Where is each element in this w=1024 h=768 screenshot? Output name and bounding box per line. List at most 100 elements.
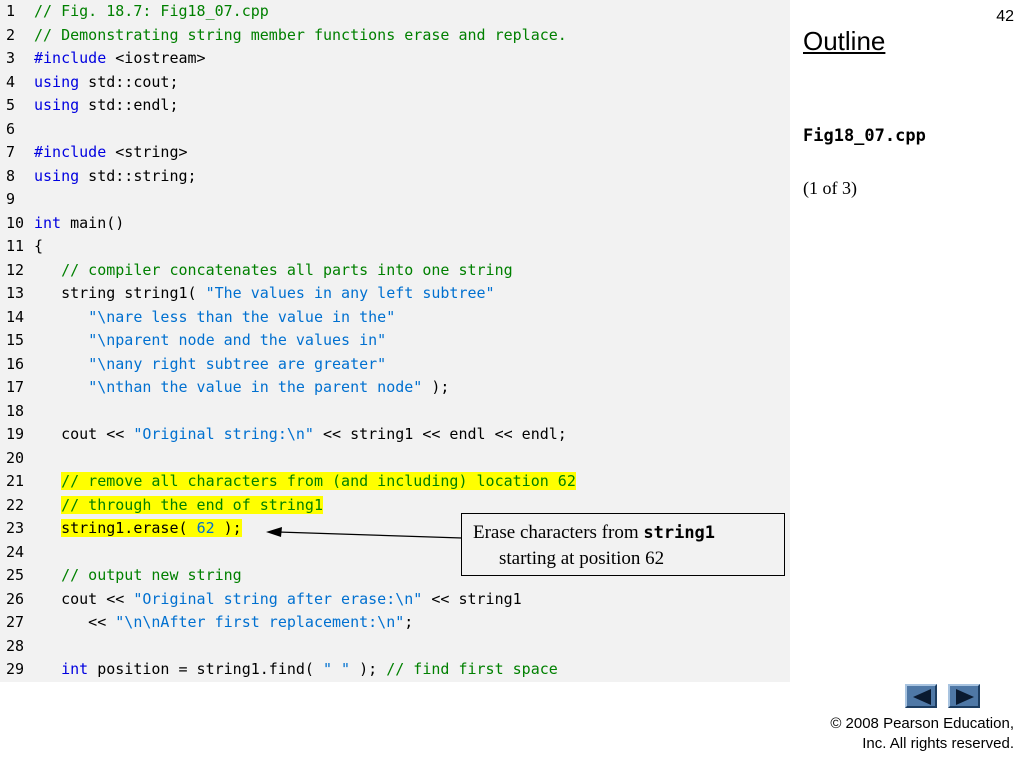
line-number: 9 xyxy=(6,190,16,208)
code-line: 23 string1.erase( 62 ); xyxy=(0,517,790,541)
code-line: 2 // Demonstrating string member function… xyxy=(0,24,790,48)
code-line: 27 << "\n\nAfter first replacement:\n"; xyxy=(0,611,790,635)
triangle-right-icon xyxy=(956,689,974,705)
code-token: <iostream> xyxy=(106,49,206,67)
code-token xyxy=(34,660,61,678)
code-line: 6 xyxy=(0,118,790,142)
line-number: 23 xyxy=(6,519,25,537)
code-token: "Original string after erase:\n" xyxy=(133,589,423,608)
code-token: cout << xyxy=(34,425,134,443)
code-token: // Demonstrating string member functions… xyxy=(34,25,567,44)
file-name: Fig18_07.cpp xyxy=(803,126,926,146)
code-text: // compiler concatenates all parts into … xyxy=(34,259,513,283)
code-token xyxy=(34,331,88,349)
code-token xyxy=(34,261,61,279)
code-token: ; xyxy=(404,613,414,631)
line-number: 29 xyxy=(6,660,25,678)
code-token: "\nthan the value in the parent node" xyxy=(88,378,423,396)
code-token: "\nany right subtree are greater" xyxy=(88,354,387,373)
code-token: << string1 << endl << endl; xyxy=(313,425,567,443)
line-number: 21 xyxy=(6,472,25,490)
code-token: "The values in any left subtree" xyxy=(205,284,495,302)
copyright-notice: © 2008 Pearson Education, Inc. All right… xyxy=(830,714,1014,754)
code-token: string string1( xyxy=(34,284,206,302)
code-token: #include xyxy=(34,49,107,67)
triangle-left-icon xyxy=(913,689,931,705)
code-text: int main() xyxy=(34,212,124,236)
code-token: // compiler concatenates all parts into … xyxy=(61,260,513,279)
callout-code-string1: string1 xyxy=(643,523,716,543)
line-number: 4 xyxy=(6,72,16,91)
code-line: 8 using std::string; xyxy=(0,165,790,189)
code-token: std::string; xyxy=(79,166,197,185)
line-number: 7 xyxy=(6,143,16,161)
next-slide-button[interactable] xyxy=(948,684,980,708)
code-token: " " xyxy=(323,660,351,678)
code-line: 7 #include <string> xyxy=(0,141,790,165)
copyright-line-1: © 2008 Pearson Education, xyxy=(830,715,1014,732)
code-token xyxy=(34,472,61,490)
callout-text-line1: Erase characters from xyxy=(473,522,644,543)
line-number: 2 xyxy=(6,25,16,44)
code-token: // output new string xyxy=(61,566,242,584)
page-indicator: (1 of 3) xyxy=(803,178,857,198)
code-line: 11 { xyxy=(0,235,790,259)
previous-slide-button[interactable] xyxy=(905,684,937,708)
line-number: 11 xyxy=(6,237,25,255)
code-text: // remove all characters from (and inclu… xyxy=(34,470,576,494)
code-text: string string1( "The values in any left … xyxy=(34,282,495,306)
code-token: // through the end of string1 xyxy=(61,495,323,514)
code-token: std::endl; xyxy=(79,96,179,114)
code-line: 12 // compiler concatenates all parts in… xyxy=(0,259,790,283)
line-number: 24 xyxy=(6,542,25,561)
line-number: 3 xyxy=(6,49,16,67)
code-line: 19 cout << "Original string:\n" << strin… xyxy=(0,423,790,447)
line-number: 18 xyxy=(6,401,25,420)
code-line: 5 using std::endl; xyxy=(0,94,790,118)
code-token xyxy=(34,496,61,514)
code-line: 18 xyxy=(0,400,790,424)
code-line: 22 // through the end of string1 xyxy=(0,494,790,518)
line-number: 22 xyxy=(6,495,25,514)
code-text: #include <iostream> xyxy=(34,47,206,71)
code-text: "\nparent node and the values in" xyxy=(34,329,386,353)
line-number: 13 xyxy=(6,284,25,302)
code-token: int xyxy=(61,660,89,678)
code-line: 14 "\nare less than the value in the" xyxy=(0,306,790,330)
line-number: 15 xyxy=(6,331,25,349)
code-text: #include <string> xyxy=(34,141,188,165)
code-token xyxy=(34,308,88,326)
code-line: 20 xyxy=(0,447,790,471)
line-number: 19 xyxy=(6,425,25,443)
code-text: using std::string; xyxy=(34,165,197,189)
code-text: using std::endl; xyxy=(34,94,179,118)
code-token: ); xyxy=(422,378,450,396)
callout-arrow xyxy=(266,527,463,539)
code-line: 16 "\nany right subtree are greater" xyxy=(0,353,790,377)
code-text: // Demonstrating string member functions… xyxy=(34,24,567,48)
code-line: 9 xyxy=(0,188,790,212)
code-text: // Fig. 18.7: Fig18_07.cpp xyxy=(34,0,269,24)
code-text: "\nany right subtree are greater" xyxy=(34,353,386,377)
code-line: 25 // output new string xyxy=(0,564,790,588)
code-text: { xyxy=(34,235,43,259)
callout-text-line2: starting at position 62 xyxy=(499,548,665,569)
code-text: "\nare less than the value in the" xyxy=(34,306,395,330)
line-number: 5 xyxy=(6,96,16,114)
code-token: ); xyxy=(350,660,387,678)
line-number: 17 xyxy=(6,378,25,396)
line-number: 8 xyxy=(6,166,16,185)
code-token: { xyxy=(34,237,44,255)
code-token: using xyxy=(34,96,80,114)
outline-link[interactable]: Outline xyxy=(803,26,886,56)
code-token: << xyxy=(34,613,116,631)
code-token: #include xyxy=(34,143,107,161)
code-text: // output new string xyxy=(34,564,242,588)
code-token: position = string1.find( xyxy=(88,660,323,678)
line-number: 26 xyxy=(6,589,25,608)
code-token: cout << xyxy=(34,589,134,608)
code-line: 13 string string1( "The values in any le… xyxy=(0,282,790,306)
code-token: "\n\nAfter first replacement:\n" xyxy=(115,613,405,631)
code-token xyxy=(34,378,88,396)
